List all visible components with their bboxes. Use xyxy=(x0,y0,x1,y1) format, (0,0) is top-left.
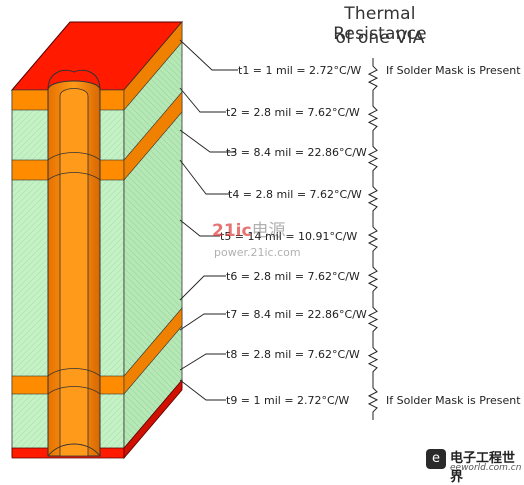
layer-label-t7: t7 = 8.4 mil = 22.86°C/W xyxy=(226,308,367,321)
watermark-url: power.21ic.com xyxy=(214,246,301,259)
diagram-title-line2: of one VIA xyxy=(335,28,425,48)
eeworld-logo-icon: e xyxy=(426,449,446,469)
eeworld-logo-en: eeworld.com.cn xyxy=(450,463,522,473)
layer-label-t6: t6 = 2.8 mil = 7.62°C/W xyxy=(226,270,360,283)
layer-label-t3: t3 = 8.4 mil = 22.86°C/W xyxy=(226,146,367,159)
via-barrel xyxy=(47,69,101,457)
layer-label-t1: t1 = 1 mil = 2.72°C/W xyxy=(238,64,362,77)
layer-label-t2: t2 = 2.8 mil = 7.62°C/W xyxy=(226,106,360,119)
note-solder-mask-top: If Solder Mask is Present xyxy=(386,64,521,77)
diagram-title-line1: Thermal Resistance xyxy=(333,4,427,44)
layer-label-t4: t4 = 2.8 mil = 7.62°C/W xyxy=(228,188,362,201)
leader-lines xyxy=(179,39,238,401)
eeworld-logo: e 电子工程世界 eeworld.com.cn xyxy=(426,447,522,485)
layer-label-t5: t5 = 14 mil = 10.91°C/W xyxy=(220,230,358,243)
layer-label-t9: t9 = 1 mil = 2.72°C/W xyxy=(226,394,350,407)
watermark-brand: 21ic电源 xyxy=(212,221,286,241)
note-solder-mask-bottom: If Solder Mask is Present xyxy=(386,394,521,407)
side-copper-bands xyxy=(123,21,183,395)
layer-label-t8: t8 = 2.8 mil = 7.62°C/W xyxy=(226,348,360,361)
resistor-chain xyxy=(367,58,379,420)
eeworld-logo-cn: 电子工程世界 xyxy=(450,451,516,485)
